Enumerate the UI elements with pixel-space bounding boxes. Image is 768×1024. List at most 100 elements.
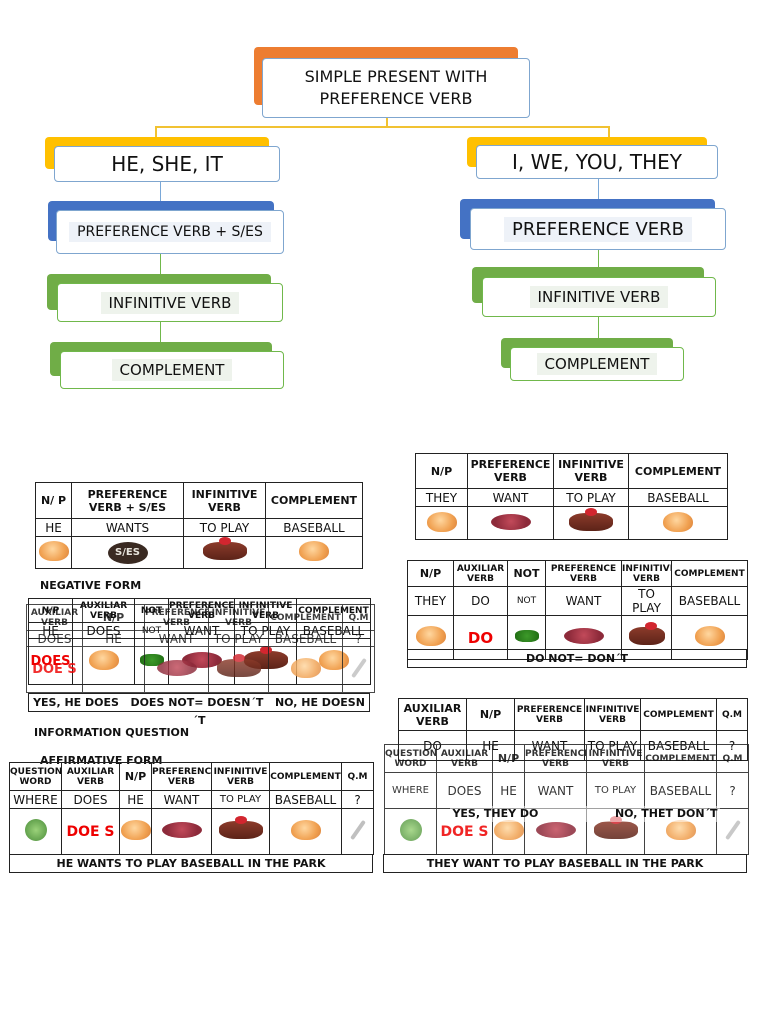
steak-icon: [593, 816, 638, 839]
cell-verb: WANT: [545, 586, 622, 616]
header-question-word: QUESTION WORD: [384, 744, 437, 773]
bun-icon: [663, 511, 693, 532]
cell-subject: HE: [82, 630, 145, 647]
cell-infinitive: TO PLAY: [211, 790, 270, 809]
question-pen-icon: [724, 819, 741, 841]
cell-verb: WANT: [524, 772, 587, 809]
cell-auxiliar: DO: [453, 586, 508, 616]
connector: [608, 126, 610, 138]
beans-icon: [156, 660, 197, 676]
connector: [155, 126, 157, 138]
cell-verb: WANT: [467, 488, 554, 507]
header-np: N/P: [415, 453, 468, 489]
header-question-word: QUESTION WORD: [9, 762, 62, 791]
bun-icon: [493, 820, 524, 840]
connector: [598, 317, 599, 339]
question-pen-icon: [350, 657, 367, 679]
header-complement: COMPLEMENT: [628, 453, 728, 489]
verb-box-right: PREFERENCE VERB: [470, 208, 726, 250]
header-preference-verb: PREFERENCE VERB + S/ES: [71, 482, 184, 519]
cell-verb: WANT: [144, 630, 209, 647]
header-qm: Q.M: [341, 762, 374, 791]
cell-subject: HE: [35, 518, 72, 537]
header-infinitive-verb: INFINITIVE VERB: [584, 698, 641, 731]
answer-yes: YES, HE DOES: [33, 696, 119, 709]
connector: [386, 118, 388, 128]
header-complement: COMPLEMENT: [671, 560, 748, 587]
bun-icon: [290, 820, 321, 840]
negative-table-they: N/P AUXILIAR VERB NOT PREFERENCE VERB IN…: [407, 560, 748, 660]
negative-footer-he: YES, HE DOES DOES NOT= DOESN´T NO, HE DO…: [28, 693, 370, 727]
information-question-label: INFORMATION QUESTION: [34, 726, 190, 739]
steak-icon: [569, 507, 613, 531]
cell-complement: BASEBALL: [265, 518, 363, 537]
cell-complement: BASEBALL: [644, 772, 717, 809]
header-preference-verb: PREFERENCE VERB: [467, 453, 554, 489]
cell-verb: WANTS: [71, 518, 184, 537]
does-icon: DOE S: [440, 823, 489, 840]
peas-icon: [514, 630, 539, 642]
header-np: N/P: [407, 560, 454, 587]
header-np: N/ P: [35, 482, 72, 519]
header-infinitive-verb: INFINITIVE VERB: [553, 453, 629, 489]
header-auxiliar-verb: AUXILIAR VERB: [61, 762, 120, 791]
negative-footer-they: DO NOT= DON´T: [407, 649, 747, 668]
header-qm: Q.M: [716, 744, 749, 773]
header-infinitive-verb: INFINITIVE VERB: [183, 482, 266, 519]
header-preference-verb: PREFERENCE VERB: [144, 604, 209, 631]
bun-icon: [290, 658, 321, 678]
complement-box-left: COMPLEMENT: [60, 351, 284, 389]
affirmative-table-he: N/ P PREFERENCE VERB + S/ES INFINITIVE V…: [35, 482, 363, 569]
beans-icon: [563, 628, 604, 644]
header-np: N/P: [119, 762, 152, 791]
connector: [160, 322, 161, 344]
complement-box-right: COMPLEMENT: [510, 347, 684, 381]
cell-subject: THEY: [407, 586, 454, 616]
answer-no: NO, HE DOESN´T: [192, 696, 365, 727]
cell-complement: BASEBALL: [628, 488, 728, 507]
header-auxiliar-verb: AUXILIAR VERB: [26, 604, 83, 631]
cell-auxiliar: DOES: [61, 790, 120, 809]
cell-auxiliar: DOES: [436, 772, 493, 809]
mindmap-title: SIMPLE PRESENT WITH PREFERENCE VERB: [262, 58, 530, 118]
header-complement: COMPLEMENT: [268, 604, 343, 631]
header-complement: COMPLEMENT: [265, 482, 363, 519]
question-footer-they: YES, THEY DO NO, THET DON´T: [450, 806, 720, 822]
information-footer-they: THEY WANT TO PLAY BASEBALL IN THE PARK: [383, 854, 747, 873]
subject-box-right: I, WE, YOU, THEY: [476, 145, 718, 179]
infinitive-box-right: INFINITIVE VERB: [482, 277, 716, 317]
verb-box-left: PREFERENCE VERB + S/ES: [56, 210, 284, 254]
beans-icon: [490, 513, 531, 530]
header-not: NOT: [507, 560, 546, 587]
header-np: N/P: [82, 604, 145, 631]
bun-icon: [694, 626, 725, 646]
header-auxiliar-verb: AUXILIAR VERB: [436, 744, 493, 773]
affirmative-table-they: N/P PREFERENCE VERB INFINITIVE VERB COMP…: [415, 453, 728, 540]
connector: [598, 179, 599, 201]
bun-icon: [426, 511, 457, 532]
header-complement: COMPLEMENT: [644, 744, 717, 773]
header-infinitive-verb: INFINITIVE VERB: [586, 744, 645, 773]
lettuce-icon: [399, 819, 422, 841]
cell-complement: BASEBALL: [671, 586, 748, 616]
connector: [155, 126, 610, 128]
beans-icon: [535, 822, 576, 838]
cell-infinitive: TO PLAY: [586, 772, 645, 809]
bun-icon: [120, 820, 151, 840]
ses-icon: S/ES: [107, 541, 148, 564]
information-question-table-he: QUESTION WORD AUXILIAR VERB N/P PREFEREN…: [9, 762, 374, 855]
cell-qm: ?: [341, 790, 374, 809]
question-pen-icon: [349, 819, 366, 841]
header-infinitive-verb: INFINITIVE VERB: [208, 604, 269, 631]
cell-not: NOT: [507, 586, 546, 616]
does-icon: DOE S: [32, 662, 77, 677]
information-question-table-they: QUESTION WORD AUXILIAR VERB N/P PREFEREN…: [384, 744, 749, 855]
header-complement: COMPLEMENT: [269, 762, 342, 791]
steak-icon: [202, 537, 247, 560]
header-qm: Q.M: [716, 698, 748, 731]
cell-subject: THEY: [415, 488, 468, 507]
header-auxiliar-verb: AUXILIAR VERB: [398, 698, 467, 731]
bun-icon: [299, 541, 329, 561]
answer-no: NO, THET DON´T: [614, 807, 718, 820]
steak-icon: [218, 816, 263, 839]
